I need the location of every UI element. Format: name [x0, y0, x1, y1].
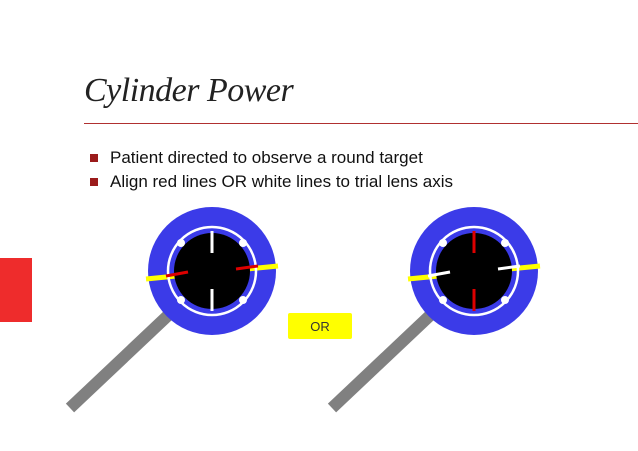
lens-handle — [327, 301, 445, 413]
lens-center — [174, 233, 250, 309]
lens-dot — [439, 239, 447, 247]
bullet-item: Align red lines OR white lines to trial … — [90, 170, 453, 194]
accent-side-bar — [0, 258, 32, 322]
bullet-square-icon — [90, 154, 98, 162]
red-line — [165, 270, 189, 278]
right-trial-lens — [327, 207, 541, 413]
or-label-box: OR — [288, 313, 352, 339]
or-label: OR — [310, 318, 330, 334]
bullet-list: Patient directed to observe a round targ… — [90, 146, 453, 194]
red-line — [235, 264, 259, 271]
lens-dot — [239, 239, 247, 247]
lens-handle — [65, 301, 183, 413]
lens-dot — [501, 296, 509, 304]
slide-title: Cylinder Power — [84, 72, 294, 109]
left-trial-lens — [65, 207, 279, 413]
lens-inner-ring — [428, 225, 520, 317]
lens-dot — [439, 296, 447, 304]
title-divider — [84, 123, 638, 124]
bullet-text: Patient directed to observe a round targ… — [110, 148, 423, 167]
lens-dot — [239, 296, 247, 304]
white-line — [497, 264, 521, 271]
lens-center — [436, 233, 512, 309]
bullet-item: Patient directed to observe a round targ… — [90, 146, 453, 170]
bullet-text: Align red lines OR white lines to trial … — [110, 172, 453, 191]
lens-inner-ring — [166, 225, 258, 317]
lens-dot — [177, 239, 185, 247]
lens-dot — [501, 239, 509, 247]
bullet-square-icon — [90, 178, 98, 186]
lens-dot — [177, 296, 185, 304]
white-line — [427, 270, 451, 278]
